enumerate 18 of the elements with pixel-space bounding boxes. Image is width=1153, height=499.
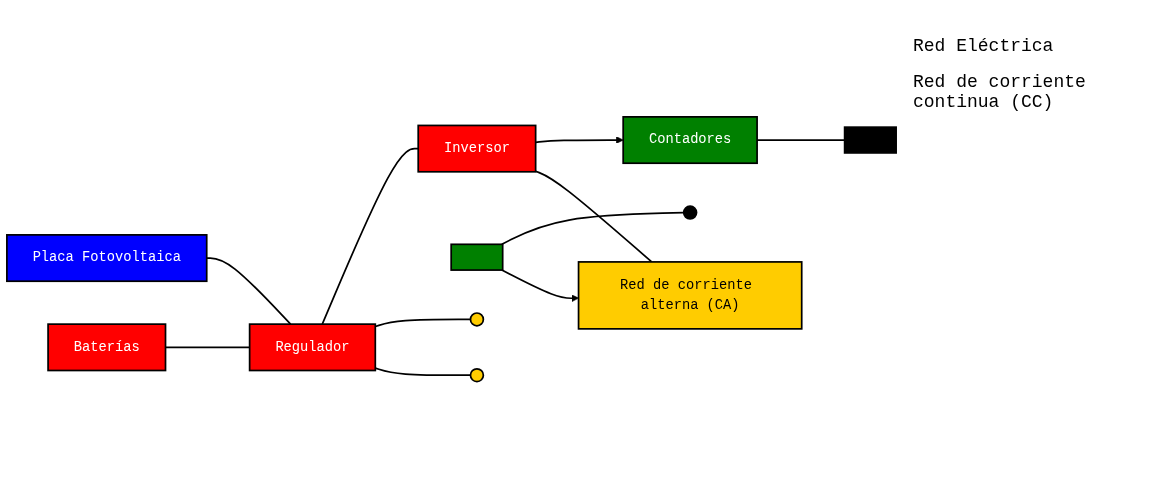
connector bbox=[501, 212, 685, 246]
node-box: Baterías bbox=[47, 323, 167, 372]
connector bbox=[374, 318, 472, 328]
node-box bbox=[843, 126, 897, 154]
note-label: Red Eléctrica bbox=[913, 36, 1055, 56]
node-box: Inversor bbox=[417, 124, 537, 173]
node-circle bbox=[469, 368, 485, 383]
connector bbox=[534, 170, 653, 263]
arrow bbox=[501, 269, 579, 303]
node-box: Red de corriente alterna (CA) bbox=[577, 261, 803, 330]
node-box: Regulador bbox=[248, 323, 377, 372]
connector bbox=[374, 367, 472, 377]
note-label: Red de corriente continua (CC) bbox=[913, 72, 1087, 112]
node-box: Placa Fotovoltaica bbox=[6, 234, 208, 283]
node-circle bbox=[469, 312, 485, 327]
node-box bbox=[450, 243, 504, 272]
node-box: Contadores bbox=[622, 116, 758, 165]
node-circle bbox=[682, 205, 698, 221]
